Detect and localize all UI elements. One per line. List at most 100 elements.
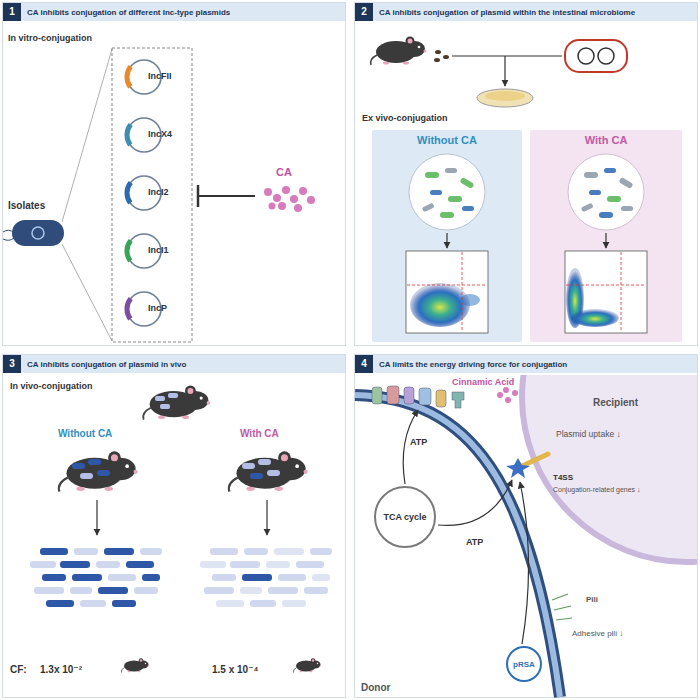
gene-segment (124, 123, 132, 147)
colony-bands (274, 548, 304, 555)
t4ss-pilus (506, 454, 548, 478)
metric-value: 1.3x 10⁻² (40, 664, 82, 675)
compound-dots (264, 188, 272, 196)
mouse-icon (97, 470, 110, 476)
energy-arrows (403, 410, 418, 484)
colony-bands (278, 574, 306, 581)
microbiome-community (621, 206, 633, 211)
condition-title: Without CA (372, 134, 522, 146)
mouse-icon (267, 470, 280, 476)
isolate-bacterium (3, 49, 112, 341)
flow-cytometry-plot (407, 285, 487, 286)
colony-bands (200, 561, 226, 568)
colony-bands (34, 587, 64, 594)
microbiome-community (430, 190, 442, 195)
feces (434, 50, 449, 62)
compound-label: Cinnamic Acid (452, 378, 514, 388)
flow-arrow (605, 233, 606, 248)
compound-dots (290, 195, 298, 203)
adhesive-pili (556, 618, 572, 620)
electron-transport-chain (404, 387, 414, 404)
plasmid-circle: IncI1 (118, 229, 192, 273)
flow-cytometry-plot (460, 294, 480, 306)
t4ss-pilus (506, 458, 530, 478)
plasmid-circle: IncFII (118, 55, 192, 99)
plasmid-label: IncI1 (148, 245, 169, 255)
panel-title: CA limits the energy driving force for c… (379, 360, 567, 369)
microbiome-community (409, 154, 485, 230)
recipient-cell: Recipient (515, 375, 697, 565)
petri-dish (477, 89, 533, 107)
panel: 1CA inhibits conjugation of different In… (2, 2, 346, 346)
colony-bands (142, 574, 160, 581)
microbiome-community (618, 177, 633, 189)
energy-arrows (403, 410, 528, 644)
donor-cell: DonorTCA cyclepRSA (355, 375, 697, 697)
gene-segment (124, 181, 132, 205)
circle-label: pRSA (505, 645, 543, 683)
compound-dots (512, 390, 518, 396)
compound-label: CA (276, 166, 292, 178)
microbiome-community (568, 154, 644, 230)
colony-bands (98, 587, 128, 594)
colony-bands (80, 600, 106, 607)
microbiome-community (462, 206, 474, 211)
isolate-bacterium (62, 244, 112, 341)
flow-cytometry-plot (406, 251, 488, 333)
colony-bands (242, 574, 272, 581)
panel: 2CA inhibits conjugation of plasmid with… (354, 2, 698, 346)
colony-bands (60, 561, 90, 568)
mouse-icon (80, 473, 93, 479)
mouse-icon (371, 37, 427, 66)
inhibition-symbol (197, 185, 200, 207)
group-label: Without CA (58, 428, 112, 439)
colony-bands (250, 600, 276, 607)
panel-number: 3 (3, 355, 21, 373)
plasmid-circle: IncI2 (118, 171, 192, 215)
mouse-icon (59, 451, 138, 491)
colony-bands (282, 600, 306, 607)
colony-bands (112, 600, 136, 607)
mouse-icon (229, 451, 308, 491)
panel-number: 4 (355, 355, 373, 373)
colony-bands (74, 548, 98, 555)
electron-transport-chain (387, 386, 399, 404)
mouse-icon (242, 463, 255, 469)
colony-bands (108, 574, 136, 581)
microbiome-community (445, 168, 457, 173)
condition-title: With CA (530, 134, 682, 146)
t4ss-pilus (522, 454, 548, 466)
colony-bands (104, 548, 134, 555)
plasmid-circle: pRSA (505, 645, 543, 683)
compound-dots (503, 387, 509, 393)
metric-value: 1.5 x 10⁻⁴ (212, 664, 258, 675)
circle-label: TCA cycle (373, 485, 437, 549)
donor-membrane (355, 395, 560, 697)
compound-dots (307, 196, 315, 204)
microbiome-community (607, 196, 621, 202)
panel-header: 2CA inhibits conjugation of plasmid with… (355, 3, 697, 21)
colony-bands (126, 561, 154, 568)
mixing-lines (504, 56, 505, 86)
plasmid-circle: IncP (118, 287, 192, 331)
panel-title: CA inhibits conjugation of different Inc… (27, 8, 230, 17)
microbiome-community (599, 212, 613, 218)
compound-dots (497, 387, 518, 403)
compound-dots (273, 194, 281, 202)
flow-cytometry-plot (566, 285, 646, 286)
electron-transport-chain (419, 388, 431, 405)
mouse-icon (59, 451, 138, 491)
compound-dots (278, 202, 286, 210)
colony-bands (312, 574, 330, 581)
mouse-icon (88, 459, 101, 465)
plasmid-circle: IncX4 (118, 113, 192, 157)
method-label: In vivo-conjugation (10, 382, 93, 392)
colony-bands (268, 587, 298, 594)
colony-bands (46, 600, 74, 607)
electron-transport-chain (372, 386, 464, 408)
electron-transport-chain (436, 390, 446, 407)
cell-body (522, 375, 697, 562)
colony-bands (204, 587, 234, 594)
microbiome-community (425, 172, 439, 178)
group-label: With CA (240, 428, 279, 439)
